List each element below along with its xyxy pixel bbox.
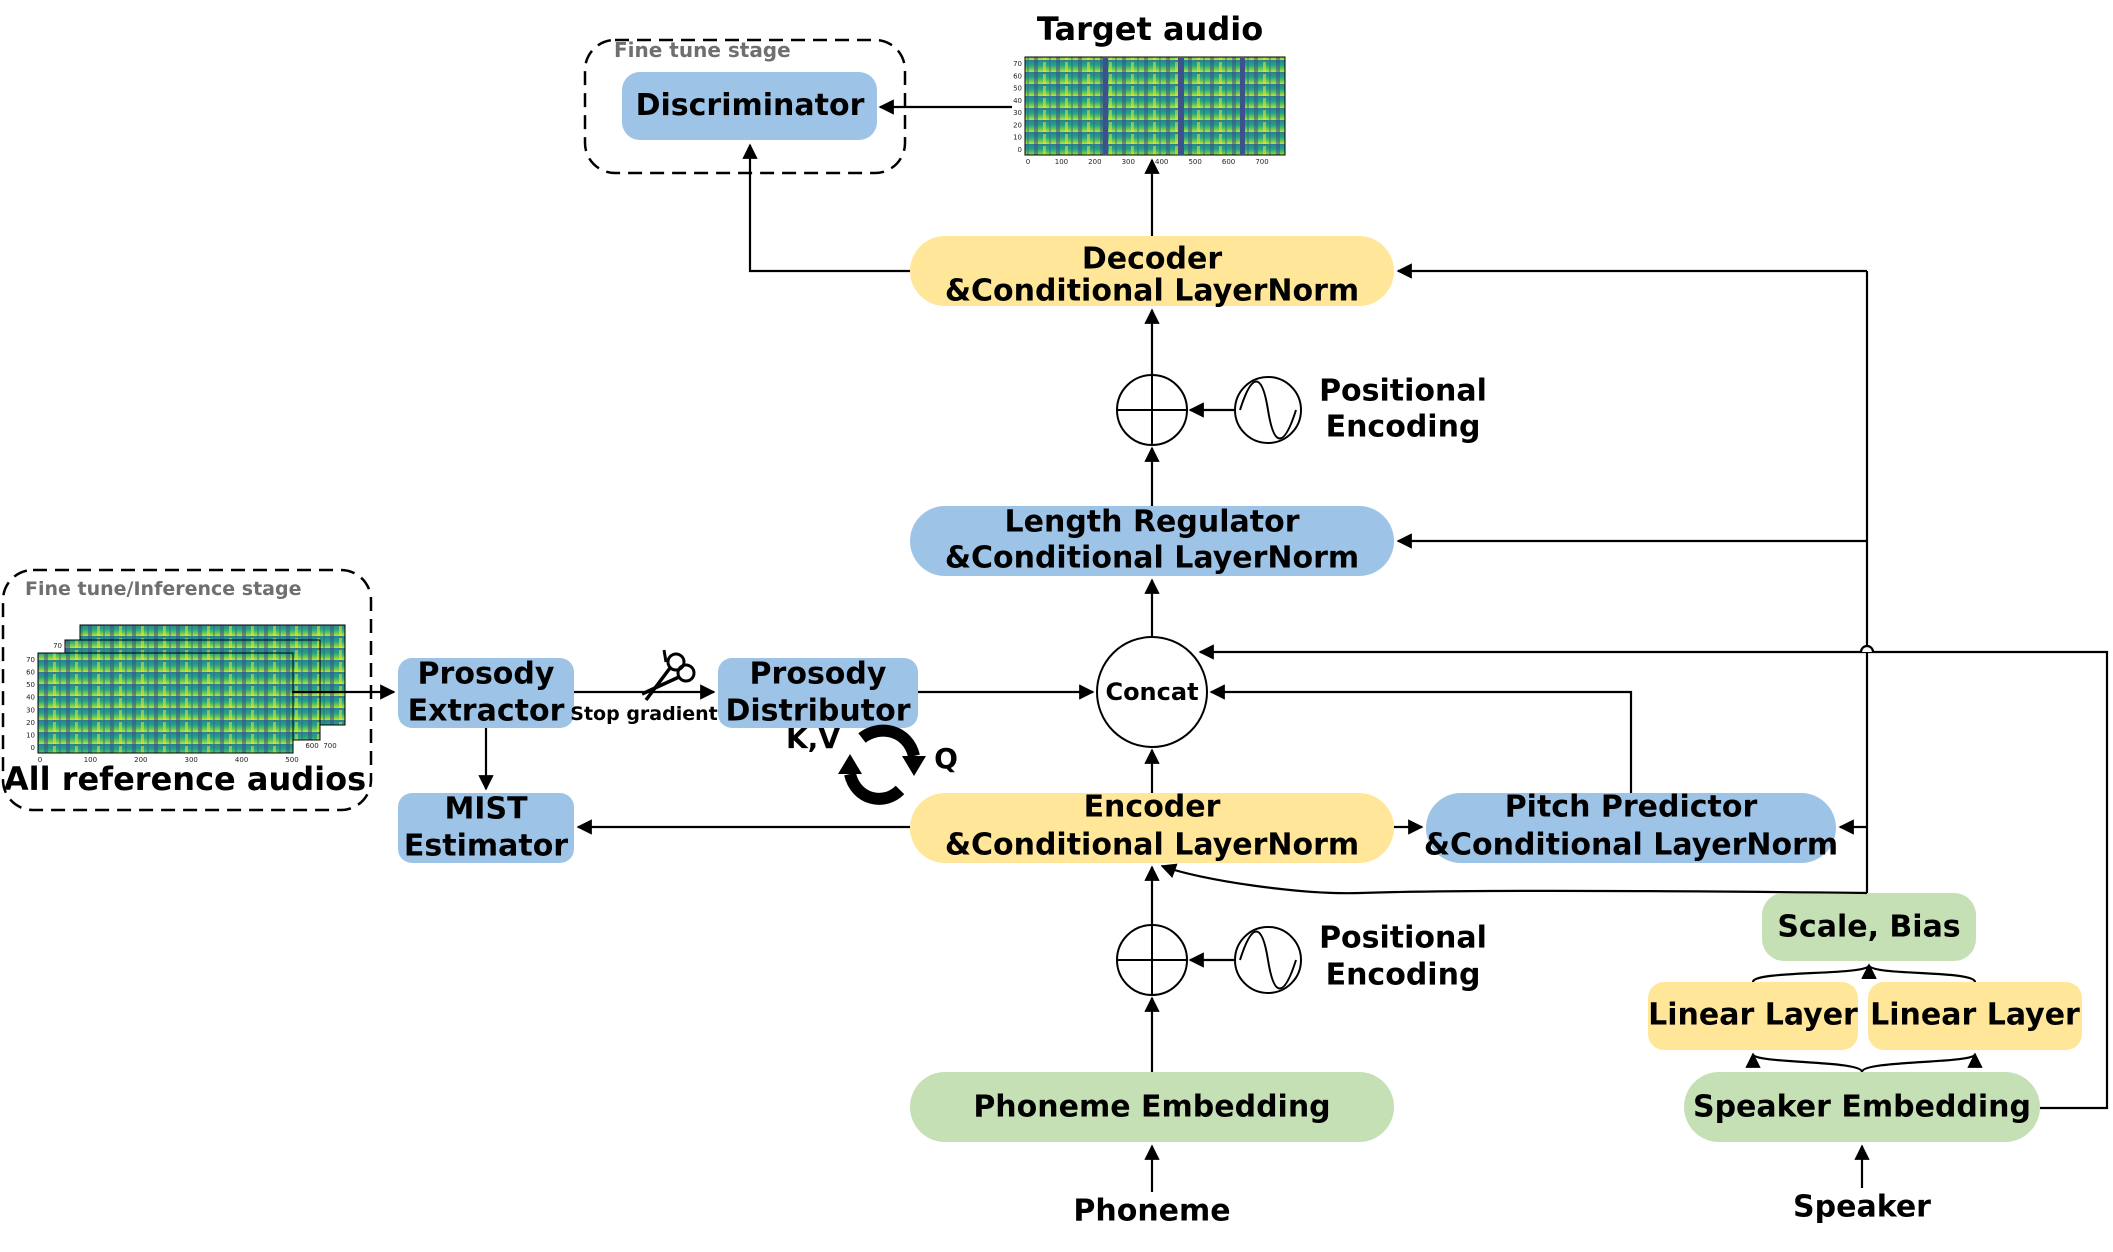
prosody-extractor-block: Prosody Extractor — [398, 657, 574, 729]
positional-encoding-bottom-icon — [1234, 926, 1302, 994]
fine-tune-inference-stage-label: Fine tune/Inference stage — [25, 578, 301, 600]
positional-encoding-bottom-label-2: Encoding — [1326, 958, 1481, 993]
spectrogram-tick-label: 200 — [1088, 158, 1101, 166]
adder-top — [1116, 374, 1188, 446]
spectrogram-tick-label: 0 — [31, 744, 35, 752]
svg-text:Concat: Concat — [1105, 678, 1198, 706]
spectrogram-tick-label: 30 — [1013, 109, 1022, 117]
positional-encoding-top-label-2: Encoding — [1326, 410, 1481, 445]
scale-bias-block: Scale, Bias — [1762, 893, 1976, 961]
svg-text:&Conditional LayerNorm: &Conditional LayerNorm — [1424, 828, 1838, 863]
spectrogram-tick-label: 500 — [1188, 158, 1201, 166]
spectrogram-tick-label: 700 — [323, 742, 336, 750]
phoneme-embedding-block: Phoneme Embedding — [910, 1072, 1394, 1142]
spectrogram-tick-label: 200 — [134, 756, 147, 764]
svg-text:&Conditional LayerNorm: &Conditional LayerNorm — [945, 828, 1359, 863]
spectrogram-tick-label: 70 — [26, 656, 35, 664]
svg-text:Distributor: Distributor — [725, 694, 910, 729]
kv-label: K,V — [786, 722, 840, 755]
encoder-block: Encoder &Conditional LayerNorm — [910, 790, 1394, 863]
spectrogram-tick-label: 30 — [26, 706, 35, 714]
fine-tune-stage-label: Fine tune stage — [614, 38, 791, 62]
discriminator-block: Discriminator — [622, 72, 877, 140]
spectrogram-tick-label: 0 — [38, 756, 42, 764]
positional-encoding-bottom-label-1: Positional — [1319, 921, 1487, 956]
svg-text:Extractor: Extractor — [408, 694, 565, 729]
svg-text:Speaker Embedding: Speaker Embedding — [1693, 1090, 2031, 1125]
svg-text:&Conditional LayerNorm: &Conditional LayerNorm — [945, 274, 1359, 309]
svg-text:Decoder: Decoder — [1082, 242, 1222, 277]
spectrogram-tick-label: 10 — [26, 731, 35, 739]
spectrogram-tick-label: 40 — [1013, 97, 1022, 105]
spectrogram-tick-label: 0 — [1018, 146, 1022, 154]
q-label: Q — [934, 742, 958, 775]
spectrogram-tick-label: 10 — [1013, 134, 1022, 142]
linear-layer-1-block: Linear Layer — [1648, 982, 1858, 1050]
svg-text:Phoneme Embedding: Phoneme Embedding — [973, 1090, 1330, 1125]
spectrogram-tick-label: 20 — [26, 719, 35, 727]
spectrogram-tick-label: 400 — [235, 756, 248, 764]
svg-text:Linear Layer: Linear Layer — [1648, 998, 1858, 1033]
crossing-hop — [1859, 644, 1875, 653]
linear-layer-2-block: Linear Layer — [1868, 982, 2082, 1050]
spectrogram-tick-label: 60 — [1013, 72, 1022, 80]
spectrogram-tick-label: 400 — [1155, 158, 1168, 166]
svg-text:Scale, Bias: Scale, Bias — [1777, 910, 1960, 945]
svg-text:Discriminator: Discriminator — [636, 88, 865, 123]
concat-node: Concat — [1096, 636, 1208, 748]
spectrogram-tick-label: 70 — [1013, 60, 1022, 68]
svg-text:MIST: MIST — [444, 792, 528, 827]
spectrogram-tick-label: 40 — [26, 694, 35, 702]
attention-cycle-icon — [838, 724, 926, 805]
all-reference-audios-label: All reference audios — [4, 760, 366, 798]
positional-encoding-top-label-1: Positional — [1319, 374, 1487, 409]
spectrogram-tick-label: 100 — [1055, 158, 1068, 166]
spectrogram-tick-label: 100 — [84, 756, 97, 764]
svg-text:Linear Layer: Linear Layer — [1870, 998, 2080, 1033]
spectrogram-tick-label: 20 — [1013, 121, 1022, 129]
speaker-input-label: Speaker — [1793, 1190, 1931, 1225]
svg-text:Prosody: Prosody — [418, 657, 555, 692]
svg-text:Length Regulator: Length Regulator — [1005, 505, 1300, 540]
decoder-block: Decoder &Conditional LayerNorm — [910, 236, 1394, 309]
scissors-icon — [641, 649, 696, 702]
phoneme-input-label: Phoneme — [1073, 1194, 1230, 1229]
spectrogram-tick-label: 70 — [53, 642, 62, 650]
svg-text:Prosody: Prosody — [750, 657, 887, 692]
spectrogram-tick-label: 50 — [1013, 85, 1022, 93]
spectrogram-tick-label: 300 — [185, 756, 198, 764]
speaker-embedding-block: Speaker Embedding — [1684, 1072, 2040, 1142]
spectrogram-tick-label: 600 — [305, 742, 318, 750]
svg-text:Pitch Predictor: Pitch Predictor — [1505, 790, 1758, 825]
svg-text:Encoder: Encoder — [1084, 790, 1221, 825]
svg-text:Estimator: Estimator — [404, 829, 568, 864]
mist-estimator-block: MIST Estimator — [398, 792, 574, 864]
spectrogram-tick-label: 60 — [26, 669, 35, 677]
svg-text:&Conditional LayerNorm: &Conditional LayerNorm — [945, 541, 1359, 576]
spectrogram-tick-label: 50 — [26, 681, 35, 689]
pitch-predictor-block: Pitch Predictor &Conditional LayerNorm — [1424, 790, 1838, 863]
adder-bottom — [1116, 924, 1188, 996]
connectors — [292, 99, 2109, 1192]
fine-tune-inference-stage-box — [1, 568, 373, 812]
spectrogram-tick-label: 600 — [1222, 158, 1235, 166]
stop-gradient-label: Stop gradient — [570, 703, 717, 725]
target-audio-title: Target audio — [1037, 10, 1263, 48]
prosody-distributor-block: Prosody Distributor — [718, 657, 918, 729]
spectrogram-tick-label: 0 — [1026, 158, 1030, 166]
length-regulator-block: Length Regulator &Conditional LayerNorm — [910, 505, 1394, 576]
spectrogram-tick-label: 500 — [285, 756, 298, 764]
spectrogram-tick-label: 300 — [1122, 158, 1135, 166]
positional-encoding-top-icon — [1234, 376, 1302, 444]
spectrogram-tick-label: 700 — [1255, 158, 1268, 166]
